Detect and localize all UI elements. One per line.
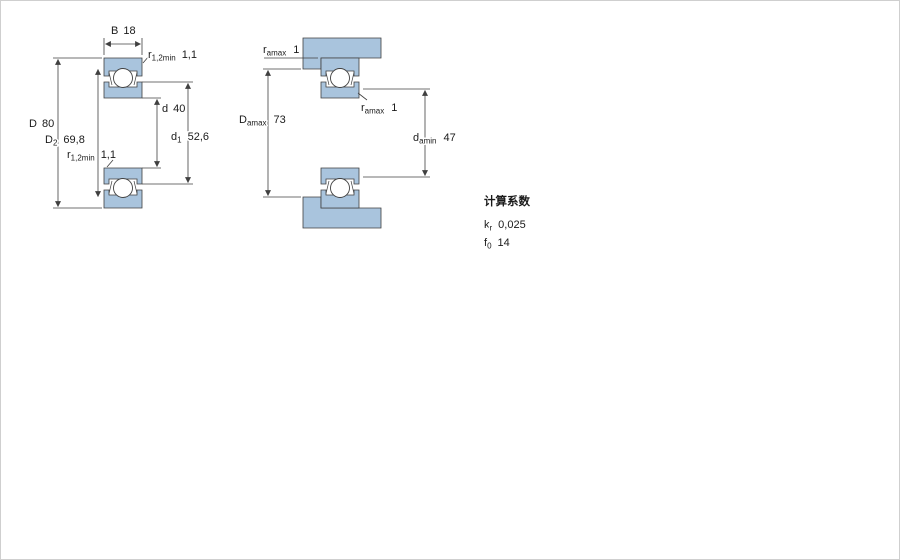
calc-factors-title: 计算系数	[484, 194, 530, 208]
leader-r-top	[142, 55, 150, 64]
left-bearing-bottom-section	[103, 167, 143, 209]
left-bearing-top-section	[103, 57, 143, 99]
right-bearing-bottom-section	[320, 167, 360, 209]
leader-ra-mid	[357, 92, 368, 101]
right-bearing-top-section	[320, 57, 360, 99]
leader-r-bottom	[106, 159, 114, 168]
